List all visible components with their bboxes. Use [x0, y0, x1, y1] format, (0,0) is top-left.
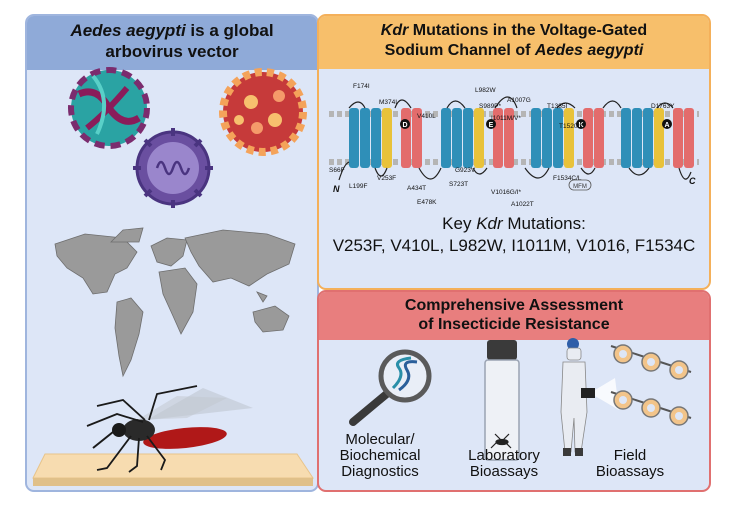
segment-d4-s3 [643, 108, 653, 168]
channel-backbone [338, 96, 692, 181]
segment-d2-s1 [441, 108, 451, 168]
vector-panel-header: Aedes aegypti is a global arbovirus vect… [27, 16, 317, 70]
field-traps-icon [610, 344, 692, 426]
sodium-channel-diagram: N C D E K A MFM F174I S66F L199F M374I V253F… [329, 83, 699, 208]
domain-label-d: D [402, 122, 407, 129]
mutation-label: F1534C/L [553, 175, 582, 182]
domain-markers: D E K A [400, 119, 672, 129]
mutation-label: S723T [449, 181, 468, 188]
vector-panel-title-line2: arbovirus vector [105, 42, 239, 61]
assessment-title: Comprehensive Assessment [404, 297, 624, 314]
segment-d1-s5 [401, 108, 411, 168]
segment-d2-s4 [474, 108, 484, 168]
mutation-label: L982W [475, 87, 496, 94]
domain-label-k: K [578, 122, 583, 129]
segment-d4-s4 [654, 108, 664, 168]
kdr-panel-title: Kdr Mutations in the Voltage-Gated [380, 22, 648, 39]
mfm-label: MFM [573, 184, 587, 190]
key-mutations-list: V253F, V410L, L982W, I1011M, V1016, F153… [332, 236, 696, 255]
segment-d2-s2 [452, 108, 462, 168]
kdr-panel-header: Kdr Mutations in the Voltage-Gated Sodiu… [319, 16, 709, 69]
virus-icon-dengue [68, 67, 150, 149]
bioassay-vial-icon [484, 340, 520, 461]
kdr-panel: Kdr Mutations in the Voltage-Gated Sodiu… [317, 14, 711, 290]
assessment-panel: Comprehensive Assessment of Insecticide … [317, 290, 711, 492]
mutation-label: V253F [377, 175, 396, 182]
segment-d3-s5 [583, 108, 593, 168]
world-map [54, 227, 296, 378]
virus-icon-zika [219, 68, 307, 156]
terminal-n: N [333, 184, 340, 194]
mutation-label: A1022T [511, 201, 534, 208]
mosquito-illustration [86, 385, 253, 473]
vector-panel-art [32, 67, 314, 486]
mfm-motif: MFM [568, 179, 592, 191]
domain-label-e: E [489, 122, 494, 129]
mutation-label: D1763Y [651, 103, 675, 110]
domain-label-a: A [664, 122, 669, 129]
segment-d1-s6 [412, 108, 422, 168]
segment-d3-s2 [542, 108, 552, 168]
vector-panel-title: Aedes aegypti is a global [70, 21, 274, 40]
molecular-diagnostics-label: Molecular/ Biochemical Diagnostics [339, 431, 421, 480]
mutation-label: L199F [349, 183, 367, 190]
segment-d4-s5 [673, 108, 683, 168]
key-mutations-heading: Key Kdr Mutations: [442, 214, 586, 233]
segment-d3-s1 [531, 108, 541, 168]
segment-d4-s2 [632, 108, 642, 168]
vector-panel: Aedes aegypti is a global arbovirus vect… [25, 14, 319, 492]
mutation-label: F174I [353, 83, 370, 90]
magnifier-dna-icon [349, 349, 432, 426]
segment-d1-s4 [382, 108, 392, 168]
segment-d1-s2 [360, 108, 370, 168]
mutation-label: S989P* [479, 103, 502, 110]
segment-d3-s4 [564, 108, 574, 168]
mutation-label: A1007G [507, 97, 531, 104]
mutation-label: M374I [379, 99, 397, 106]
mutation-label: V1016G/I* [491, 189, 521, 196]
mutation-labels: F174I S66F L199F M374I V253F V410L A434T E478K S… [329, 83, 675, 208]
laboratory-bioassays-label: Laboratory Bioassays [468, 447, 540, 480]
mutation-label: V410L [417, 113, 436, 120]
segment-d3-s6 [594, 108, 604, 168]
assessment-title-line2: of Insecticide Resistance [418, 316, 610, 333]
field-bioassays-label: Field Bioassays [595, 447, 665, 480]
mutation-label: T1385I [547, 103, 567, 110]
assessment-art [349, 338, 692, 461]
segment-d4-s1 [621, 108, 631, 168]
segment-d1-s3 [371, 108, 381, 168]
segment-d4-s6 [684, 108, 694, 168]
mutation-label: T1520I* [559, 123, 582, 130]
mutation-label: S66F [329, 167, 345, 174]
mutation-label: G923V [455, 167, 476, 174]
assessment-panel-header: Comprehensive Assessment of Insecticide … [319, 292, 709, 340]
table-surface [32, 453, 314, 486]
kdr-panel-title-line2: Sodium Channel of Aedes aegypti [384, 42, 644, 59]
mutation-label: A434T [407, 185, 426, 192]
segment-d1-s1 [349, 108, 359, 168]
segment-d3-s3 [553, 108, 563, 168]
segment-d2-s3 [463, 108, 473, 168]
mutation-label: I1011M/V* [491, 115, 521, 122]
virus-icon-chikungunya [133, 128, 213, 208]
mutation-label: E478K [417, 199, 437, 206]
field-worker-icon [560, 338, 619, 456]
terminal-c: C [689, 176, 696, 186]
segment-d2-s6 [504, 108, 514, 168]
